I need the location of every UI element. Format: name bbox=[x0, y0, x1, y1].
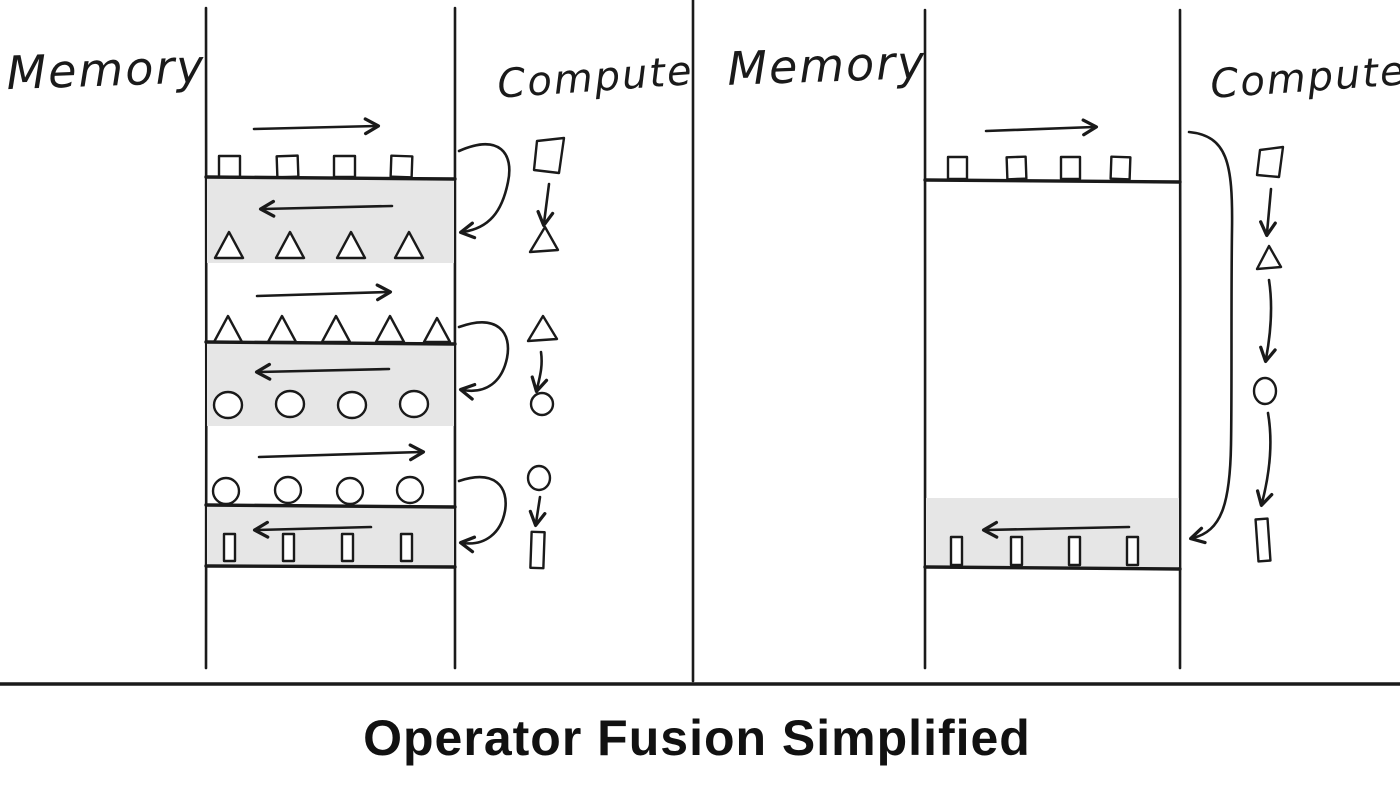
memory-lane-border-left bbox=[923, 8, 927, 670]
circle-icon bbox=[211, 476, 241, 506]
fused-compute-chain bbox=[1252, 145, 1285, 563]
triangle-icon bbox=[266, 314, 298, 344]
right-memory-label: Memory bbox=[726, 35, 927, 96]
memory-write-band bbox=[926, 498, 1179, 567]
triangle-icon bbox=[528, 225, 560, 254]
square-icon bbox=[275, 154, 300, 179]
triangle-icon bbox=[320, 314, 352, 344]
memory-read-arrow bbox=[255, 283, 393, 302]
bar-icon bbox=[340, 532, 355, 563]
bar-icon bbox=[222, 532, 237, 563]
circle-icon bbox=[274, 389, 306, 419]
circle-icon bbox=[526, 464, 552, 492]
bar-icon bbox=[1125, 535, 1140, 567]
op-arrow bbox=[1255, 411, 1274, 507]
circle-icon bbox=[395, 475, 425, 505]
bar-icon bbox=[529, 530, 546, 570]
memory-lane-border-right bbox=[453, 6, 457, 670]
circle-row bbox=[212, 389, 430, 420]
circle-icon bbox=[335, 476, 365, 506]
memory-row-line bbox=[923, 178, 1182, 184]
left-panel-unfused: Memory Compute bbox=[5, 6, 695, 670]
op3-circle-to-bar bbox=[204, 443, 457, 569]
memory-row-line bbox=[204, 503, 457, 509]
circle-icon bbox=[336, 390, 368, 420]
triangle-icon bbox=[212, 314, 244, 344]
circle-icon bbox=[273, 475, 303, 505]
left-memory-label: Memory bbox=[5, 39, 206, 100]
triangle-icon bbox=[422, 316, 452, 344]
square-icon bbox=[1109, 155, 1132, 181]
bar-icon bbox=[949, 535, 964, 567]
triangle-icon bbox=[274, 230, 306, 260]
memory-row-line bbox=[204, 340, 457, 346]
op-arrow bbox=[528, 495, 547, 528]
memory-read-arrow bbox=[252, 117, 381, 136]
triangle-row bbox=[212, 314, 452, 344]
bar-icon bbox=[399, 532, 414, 563]
square-icon bbox=[332, 154, 357, 179]
memory-write-arrow bbox=[254, 362, 391, 381]
memory-read-arrow bbox=[257, 443, 426, 462]
memory-lane-border-right bbox=[1178, 8, 1182, 670]
memory-write-arrow bbox=[258, 199, 394, 218]
bar-icon bbox=[1009, 535, 1024, 567]
op-arrow bbox=[530, 350, 549, 394]
memory-to-compute-arrow bbox=[457, 475, 507, 554]
memory-read-arrow bbox=[984, 118, 1099, 137]
memory-row-line bbox=[204, 175, 457, 181]
right-compute-label: Compute bbox=[1209, 48, 1400, 108]
triangle-icon bbox=[374, 314, 406, 344]
memory-write-arrow bbox=[252, 520, 373, 539]
triangle-row bbox=[213, 230, 425, 260]
memory-to-compute-arrow bbox=[457, 321, 510, 401]
memory-write-arrow bbox=[981, 520, 1131, 539]
triangle-icon bbox=[213, 230, 245, 260]
bar-row bbox=[222, 532, 414, 563]
left-compute-label: Compute bbox=[496, 48, 695, 108]
op-arrow bbox=[536, 182, 555, 228]
fused-write-row bbox=[923, 498, 1182, 571]
circle-icon bbox=[1252, 376, 1278, 406]
bar-icon bbox=[1067, 535, 1082, 567]
op-arrow bbox=[1259, 187, 1277, 238]
square-icon bbox=[1059, 155, 1082, 181]
triangle-icon bbox=[335, 230, 367, 260]
memory-to-compute-arrow bbox=[457, 143, 511, 240]
bar-icon bbox=[281, 532, 296, 563]
diagram-title: Operator Fusion Simplified bbox=[363, 710, 1031, 766]
square-icon bbox=[946, 155, 969, 181]
op2-triangle-to-circle bbox=[204, 283, 457, 426]
square-icon bbox=[217, 154, 242, 179]
right-panel-fused: Memory Compute bbox=[726, 8, 1400, 670]
memory-row-line bbox=[204, 564, 457, 569]
circle-icon bbox=[398, 389, 430, 419]
square-icon bbox=[532, 136, 566, 175]
triangle-icon bbox=[1255, 244, 1283, 271]
fused-kernel-bracket-arrow bbox=[1187, 130, 1234, 545]
op1-square-to-triangle bbox=[204, 117, 457, 263]
triangle-icon bbox=[393, 230, 425, 260]
square-icon bbox=[1005, 155, 1028, 181]
op-arrow bbox=[1259, 278, 1277, 364]
circle-icon bbox=[212, 390, 244, 420]
circle-row bbox=[211, 475, 425, 506]
square-row bbox=[217, 154, 414, 179]
triangle-icon bbox=[526, 314, 559, 343]
square-icon bbox=[389, 154, 414, 179]
circle-icon bbox=[529, 391, 555, 417]
bar-icon bbox=[1254, 517, 1272, 563]
square-icon bbox=[1255, 145, 1285, 179]
left-compute-column bbox=[457, 136, 566, 570]
memory-row-line bbox=[923, 565, 1182, 571]
memory-write-band bbox=[207, 506, 454, 566]
fused-read-row bbox=[923, 118, 1182, 184]
memory-lane-border-left bbox=[204, 6, 208, 670]
